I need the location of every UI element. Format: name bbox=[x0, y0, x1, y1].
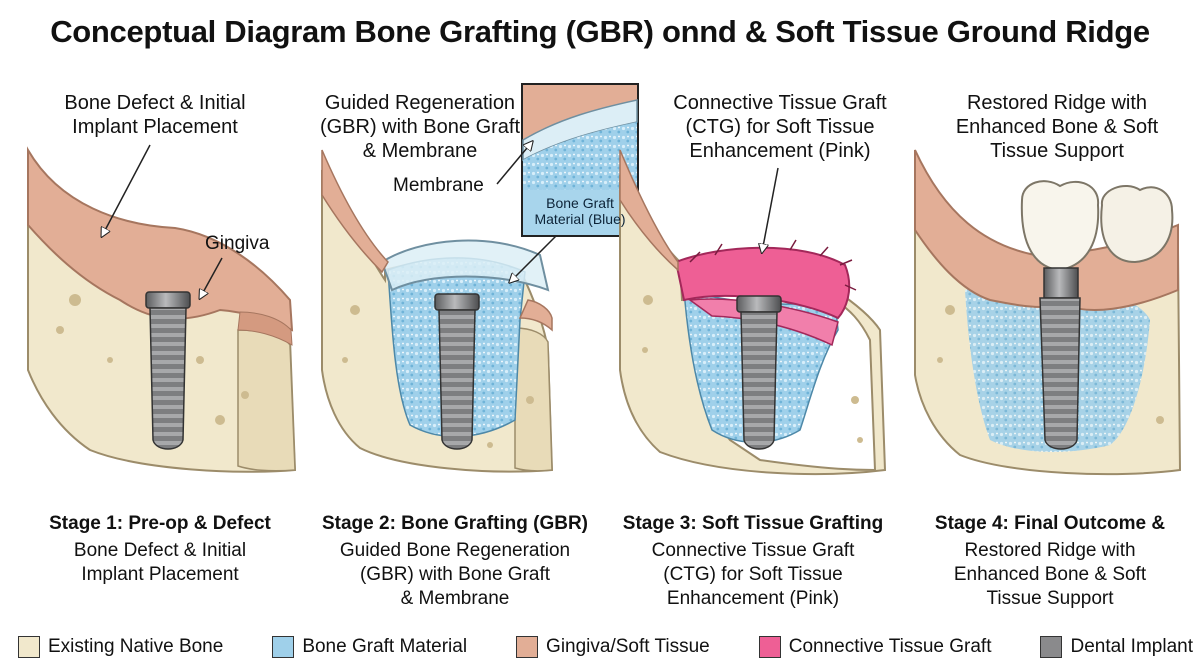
legend: Existing Native Bone Bone Graft Material… bbox=[18, 632, 1193, 662]
panel-2-membrane bbox=[380, 239, 550, 292]
panel-4-illustration bbox=[914, 149, 1182, 476]
legend-swatch bbox=[18, 636, 40, 658]
panel-1-stage-description: Bone Defect & Initial Implant Placement bbox=[73, 540, 247, 585]
panel-3-stage-title: Stage 3: Soft Tissue Grafting bbox=[622, 513, 884, 534]
panel-2-inset bbox=[521, 83, 639, 237]
panel-4-top-label: Restored Ridge with Enhanced Bone & Soft… bbox=[955, 92, 1159, 162]
membrane-callout: Membrane bbox=[393, 175, 484, 196]
panel-1-stage-title: Stage 1: Pre-op & Defect bbox=[49, 513, 271, 534]
panel-3-implant bbox=[736, 295, 782, 450]
panel-2-top-label: Guided Regeneration (GBR) with Bone Graf… bbox=[319, 92, 521, 162]
panel-2-implant bbox=[434, 293, 480, 450]
panel-2-caption: Stage 2: Bone Grafting (GBR) Guided Bone… bbox=[305, 512, 605, 611]
panel-1-gingiva-edge bbox=[237, 311, 293, 346]
panel-4-implant bbox=[1039, 267, 1081, 450]
panel-3-illustration bbox=[619, 149, 887, 476]
legend-label: Existing Native Bone bbox=[48, 636, 224, 657]
legend-item-bone-graft: Bone Graft Material bbox=[272, 636, 467, 658]
legend-item-native-bone: Existing Native Bone bbox=[18, 636, 223, 658]
panel-2-illustration bbox=[321, 83, 639, 473]
panel-1-illustration bbox=[27, 144, 297, 473]
panel-3-stage-description: Connective Tissue Graft (CTG) for Soft T… bbox=[651, 540, 855, 609]
panel-3-gingiva bbox=[619, 149, 679, 272]
legend-item-implant: Dental Implant bbox=[1040, 636, 1193, 658]
panel-4-stage-title: Stage 4: Final Outcome & bbox=[934, 513, 1166, 534]
panel-2-gingiva bbox=[321, 149, 389, 274]
diagram-title: Conceptual Diagram Bone Grafting (GBR) o… bbox=[50, 14, 1150, 49]
legend-item-gingiva: Gingiva/Soft Tissue bbox=[516, 636, 710, 658]
bone-graft-inset-label: Bone Graft Material (Blue) bbox=[534, 195, 626, 227]
legend-label: Dental Implant bbox=[1070, 636, 1193, 657]
panel-4-stage-description: Restored Ridge with Enhanced Bone & Soft… bbox=[953, 540, 1147, 609]
legend-label: Connective Tissue Graft bbox=[788, 636, 992, 657]
panel-1-bone-side bbox=[237, 329, 296, 472]
panel-1-top-label: Bone Defect & Initial Implant Placement bbox=[64, 92, 246, 138]
legend-item-ctg: Connective Tissue Graft bbox=[758, 636, 992, 658]
gingiva-callout: Gingiva bbox=[205, 233, 270, 254]
panel-4-gingiva bbox=[914, 149, 1179, 311]
panel-2-stage-title: Stage 2: Bone Grafting (GBR) bbox=[321, 513, 588, 534]
panel-4-crown-2 bbox=[1100, 185, 1174, 264]
panel-2-gingiva-right bbox=[518, 299, 553, 332]
panel-2-stage-description: Guided Bone Regeneration (GBR) with Bone… bbox=[339, 540, 571, 609]
legend-swatch bbox=[1040, 636, 1063, 658]
legend-label: Gingiva/Soft Tissue bbox=[546, 636, 710, 657]
legend-swatch bbox=[272, 636, 295, 658]
panel-4-caption: Stage 4: Final Outcome & Restored Ridge … bbox=[900, 512, 1200, 611]
panel-3-caption: Stage 3: Soft Tissue Grafting Connective… bbox=[603, 512, 903, 611]
legend-swatch bbox=[516, 636, 539, 658]
panel-1-implant bbox=[145, 291, 191, 450]
panel-3-top-label: Connective Tissue Graft (CTG) for Soft T… bbox=[673, 92, 887, 162]
legend-label: Bone Graft Material bbox=[302, 636, 468, 657]
panel-4-crown-1 bbox=[1020, 180, 1100, 272]
panel-1-caption: Stage 1: Pre-op & Defect Bone Defect & I… bbox=[10, 512, 310, 587]
legend-swatch bbox=[758, 636, 781, 658]
